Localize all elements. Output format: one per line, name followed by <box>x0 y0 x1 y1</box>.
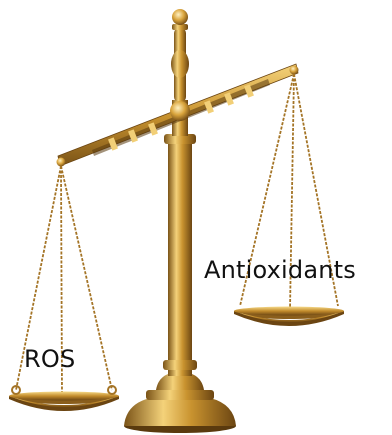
left-pan-label: ROS <box>24 345 75 373</box>
left-pan <box>9 386 119 411</box>
scale-finial <box>171 9 189 102</box>
right-pan-label: Antioxidants <box>204 256 356 284</box>
right-pan <box>234 307 344 327</box>
scale-pillar <box>163 100 197 376</box>
scale-base <box>124 374 236 433</box>
